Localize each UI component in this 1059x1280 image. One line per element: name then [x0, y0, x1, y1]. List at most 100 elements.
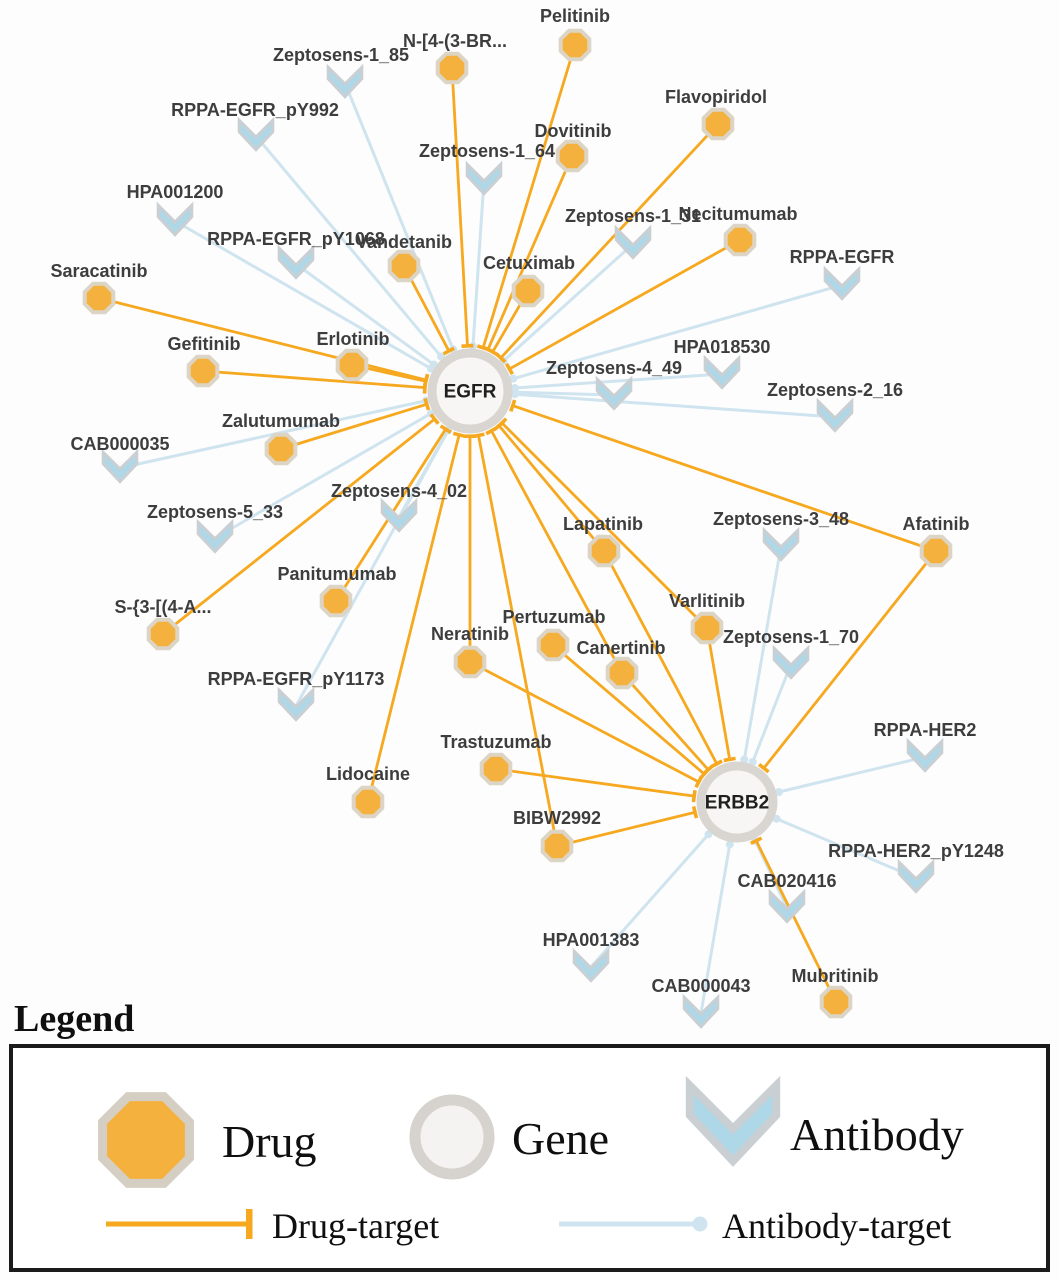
drug-label-pertuzumab: Pertuzumab — [502, 607, 605, 627]
edge-zeptosens-1_70-erbb2 — [748, 663, 793, 766]
drug-node-afatinib — [919, 534, 953, 568]
drug-label-mubritinib: Mubritinib — [792, 966, 879, 986]
legend-item-drug: Drug — [98, 1092, 317, 1188]
antibody-label-hpa018530: HPA018530 — [674, 337, 771, 357]
edge-rppa-egfr_py1068-egfr — [295, 262, 438, 369]
antibody-label-rppa-her2_py1248: RPPA-HER2_pY1248 — [828, 841, 1004, 861]
antibody-label-zeptosens-5_33: Zeptosens-5_33 — [147, 502, 283, 522]
edge-trastuzumab-erbb2 — [495, 767, 697, 803]
gene-label-egfr: EGFR — [444, 382, 497, 403]
antibody-node-zeptosens-1_85 — [326, 63, 364, 99]
edge-cab000043-erbb2 — [699, 840, 734, 1014]
antibody-node-zeptosens-1_31 — [614, 224, 652, 260]
antibody-node-zeptosens-5_33 — [196, 518, 234, 554]
edge-zeptosens-1_85-egfr — [343, 82, 458, 354]
drug-label-gefitinib: Gefitinib — [168, 334, 241, 354]
antibody-label-zeptosens-2_16: Zeptosens-2_16 — [767, 380, 903, 400]
drug-label-vandetanib: Vandetanib — [356, 232, 452, 252]
antibody-label-rppa-her2: RPPA-HER2 — [874, 720, 977, 740]
drug-node-necitumumab — [723, 223, 757, 257]
drug-node-gefitinib — [186, 354, 220, 388]
legend-item-gene: Gene — [409, 1094, 609, 1180]
drug-node-lapatinib — [587, 534, 621, 568]
node-labels: EGFRERBB2PelitinibN-[4-(3-BR...Flavopiri… — [50, 6, 1003, 996]
antibody-node-rppa-egfr_py1173 — [277, 686, 315, 722]
edge-zeptosens-1_31-egfr — [499, 242, 635, 365]
edge-bibw2992-erbb2 — [556, 806, 699, 848]
drug-label-lidocaine: Lidocaine — [326, 764, 410, 784]
drug-node-panitumumab — [319, 584, 353, 618]
edge-rppa-egfr_py1173-egfr — [294, 426, 453, 707]
legend-item-antibody-target: Antibody-target — [559, 1206, 951, 1246]
drug-node-bibw2992 — [540, 829, 574, 863]
antibody-label-zeptosens-1_70: Zeptosens-1_70 — [723, 627, 859, 647]
antibody-label-zeptosens-4_49: Zeptosens-4_49 — [546, 358, 682, 378]
drug-node-s-3-4-a — [146, 617, 180, 651]
gene-node-erbb2 — [696, 761, 778, 843]
drug-label-pelitinib: Pelitinib — [540, 6, 610, 26]
drug-label-lapatinib: Lapatinib — [563, 514, 643, 534]
antibody-node-rppa-egfr — [823, 265, 861, 301]
gene-label-erbb2: ERBB2 — [705, 793, 769, 814]
drug-octagon-icon — [98, 1092, 194, 1188]
antibody-label-rppa-egfr_py1173: RPPA-EGFR_pY1173 — [208, 669, 385, 689]
edge-zeptosens-1_64-egfr — [468, 179, 486, 351]
antibody-target-edges — [119, 82, 926, 1014]
antibody-node-cab000043 — [682, 993, 720, 1029]
drug-node-pelitinib — [558, 28, 592, 62]
antibody-nodes — [101, 63, 944, 1029]
edge-hpa018530-egfr — [510, 372, 723, 392]
edge-necitumumab-egfr — [504, 238, 741, 376]
antibody-label-zeptosens-4_02: Zeptosens-4_02 — [331, 481, 467, 501]
drug-node-zalutumumab — [264, 432, 298, 466]
drug-label-dovitinib: Dovitinib — [535, 121, 612, 141]
edge-zalutumumab-egfr — [280, 397, 431, 451]
drug-label-flavopiridol: Flavopiridol — [665, 87, 767, 107]
edge-varlitinib-erbb2 — [705, 627, 736, 763]
drug-label-saracatinib: Saracatinib — [50, 261, 147, 281]
antibody-label-zeptosens-1_85: Zeptosens-1_85 — [273, 45, 409, 65]
edge-rppa-her2-erbb2 — [774, 755, 926, 796]
drug-node-pertuzumab — [536, 628, 570, 662]
drug-node-neratinib — [453, 645, 487, 679]
legend-title: Legend — [14, 998, 134, 1040]
legend-drug-label: Drug — [222, 1116, 317, 1167]
edge-afatinib-erbb2 — [758, 550, 938, 774]
legend-antibody-label: Antibody — [790, 1109, 964, 1160]
antibody-label-zeptosens-3_48: Zeptosens-3_48 — [713, 509, 849, 529]
edge-neratinib-erbb2 — [469, 660, 704, 789]
gene-node-egfr — [427, 348, 513, 434]
drug-node-cetuximab — [511, 274, 545, 308]
drug-node-n-4-3-br — [435, 51, 469, 85]
legend: Legend Drug Gene Antibody Drug-target — [9, 998, 1050, 1272]
edge-hpa001200-egfr — [174, 219, 436, 373]
edge-zeptosens-3_48-erbb2 — [740, 545, 783, 764]
antibody-label-hpa001383: HPA001383 — [543, 930, 640, 950]
legend-item-drug-target: Drug-target — [106, 1206, 439, 1246]
drug-node-mubritinib — [819, 985, 853, 1019]
antibody-label-hpa001200: HPA001200 — [127, 182, 224, 202]
drug-label-varlitinib: Varlitinib — [669, 591, 745, 611]
drug-node-vandetanib — [387, 249, 421, 283]
antibody-label-zeptosens-1_31: Zeptosens-1_31 — [565, 206, 701, 226]
drug-label-neratinib: Neratinib — [431, 624, 509, 644]
antibody-chevron-icon — [685, 1075, 781, 1167]
drug-label-necitumumab: Necitumumab — [678, 204, 797, 224]
edge-varlitinib-egfr — [496, 417, 708, 629]
drug-label-erlotinib: Erlotinib — [317, 329, 390, 349]
drug-target-edges — [98, 44, 938, 1003]
antibody-label-rppa-egfr_py992: RPPA-EGFR_pY992 — [171, 100, 339, 120]
antibody-label-rppa-egfr: RPPA-EGFR — [790, 247, 895, 267]
drug-label-canertinib: Canertinib — [576, 638, 665, 658]
edge-lapatinib-egfr — [493, 420, 606, 552]
drug-label-zalutumumab: Zalutumumab — [222, 411, 340, 431]
drug-target-cap-icon — [246, 1209, 253, 1239]
drug-node-lidocaine — [351, 785, 385, 819]
edge-zeptosens-5_33-egfr — [214, 409, 436, 540]
edge-rppa-egfr_py992-egfr — [254, 135, 446, 361]
edge-zeptosens-2_16-egfr — [510, 390, 836, 419]
antibody-node-hpa001383 — [572, 947, 610, 983]
gene-circle-icon — [409, 1094, 495, 1180]
edge-pertuzumab-erbb2 — [552, 643, 710, 780]
